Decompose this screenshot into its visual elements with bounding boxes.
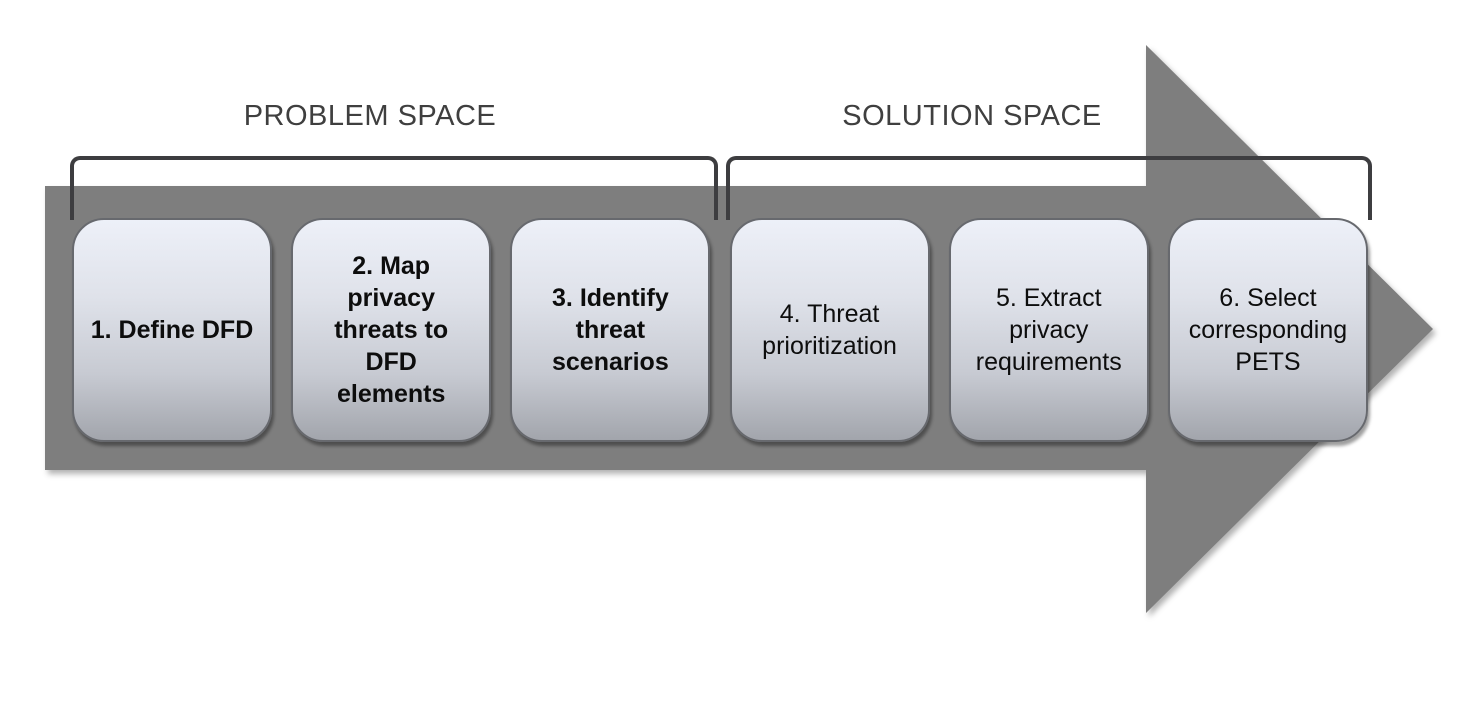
- steps-row: 1. Define DFD 2. Map privacy threats to …: [72, 218, 1368, 442]
- step-box-6: 6. Select corresponding PETS: [1167, 218, 1368, 442]
- step-label-6: 6. Select corresponding PETS: [1188, 284, 1348, 376]
- step-label-3: 3. Identify threat scenarios: [552, 284, 669, 376]
- step-label-2: 2. Map privacy threats to DFD elements: [334, 252, 449, 408]
- step-box-4: 4. Threat prioritization: [729, 218, 930, 442]
- step-box-3: 3. Identify threat scenarios: [510, 218, 711, 442]
- solution-space-bracket: [726, 156, 1372, 220]
- step-label-5: 5. Extract privacy requirements: [975, 284, 1122, 376]
- step-box-1: 1. Define DFD: [72, 218, 272, 442]
- problem-space-label: PROBLEM SPACE: [243, 100, 497, 132]
- step-box-2: 2. Map privacy threats to DFD elements: [291, 218, 492, 442]
- step-label-4: 4. Threat prioritization: [762, 300, 897, 360]
- step-box-5: 5. Extract privacy requirements: [948, 218, 1149, 442]
- step-label-1: 1. Define DFD: [90, 316, 254, 344]
- problem-space-bracket: [70, 156, 718, 220]
- solution-space-label: SOLUTION SPACE: [842, 100, 1102, 132]
